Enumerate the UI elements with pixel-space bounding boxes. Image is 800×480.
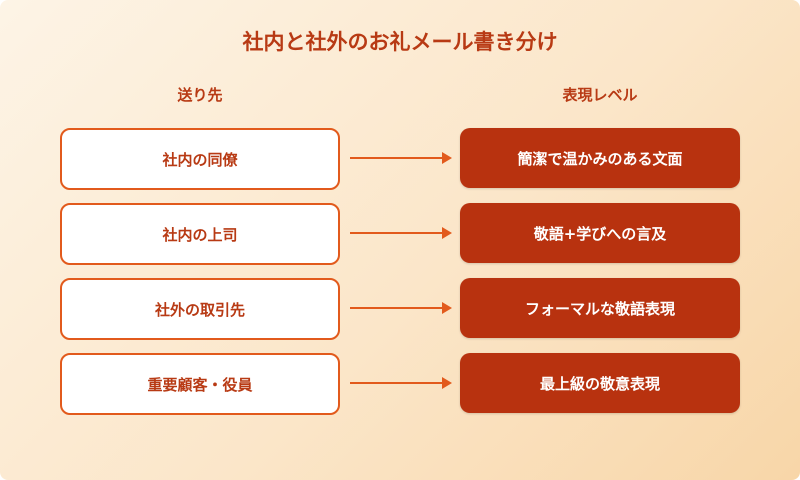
mapping-row-partner: 社外の取引先 フォーマルな敬語表現	[0, 278, 800, 340]
mapping-row-vip: 重要顧客・役員 最上級の敬意表現	[0, 353, 800, 415]
recipient-box: 重要顧客・役員	[60, 353, 340, 415]
header-level: 表現レベル	[562, 86, 638, 104]
level-box: 敬語+学びへの言及	[460, 203, 740, 263]
mapping-row-colleague: 社内の同僚 簡潔で温かみのある文面	[0, 128, 800, 190]
arrow-icon	[350, 152, 452, 164]
recipient-box: 社内の上司	[60, 203, 340, 265]
diagram-title: 社内と社外のお礼メール書き分け	[242, 30, 558, 54]
level-box: 簡潔で温かみのある文面	[460, 128, 740, 188]
level-box: 最上級の敬意表現	[460, 353, 740, 413]
mapping-row-boss: 社内の上司 敬語+学びへの言及	[0, 203, 800, 265]
recipient-box: 社外の取引先	[60, 278, 340, 340]
arrow-icon	[350, 302, 452, 314]
arrow-icon	[350, 377, 452, 389]
level-box: フォーマルな敬語表現	[460, 278, 740, 338]
recipient-box: 社内の同僚	[60, 128, 340, 190]
arrow-icon	[350, 227, 452, 239]
header-recipient: 送り先	[177, 86, 223, 104]
